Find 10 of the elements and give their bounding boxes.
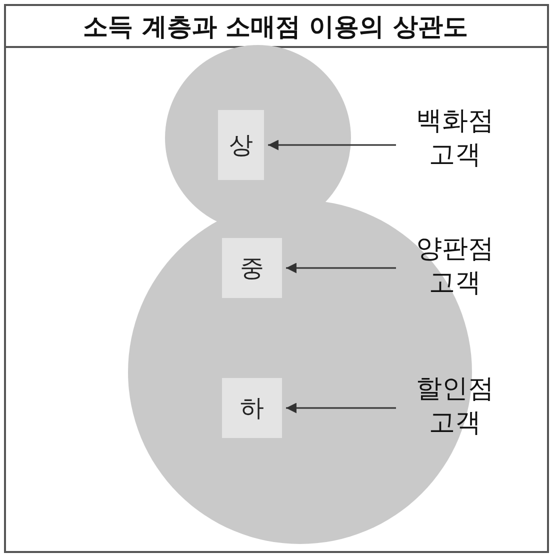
arrow xyxy=(286,402,396,414)
level-label: 상 xyxy=(218,110,264,180)
level-label: 중 xyxy=(222,238,282,298)
callout-text: 백화점 고객 xyxy=(400,104,510,176)
level-label: 하 xyxy=(222,378,282,438)
title: 소득 계층과 소매점 이용의 상관도 xyxy=(82,11,469,43)
arrow xyxy=(268,140,396,150)
callout-text: 양판점 고객 xyxy=(400,232,510,304)
callout-text: 할인점 고객 xyxy=(400,372,510,444)
arrow xyxy=(286,262,396,274)
